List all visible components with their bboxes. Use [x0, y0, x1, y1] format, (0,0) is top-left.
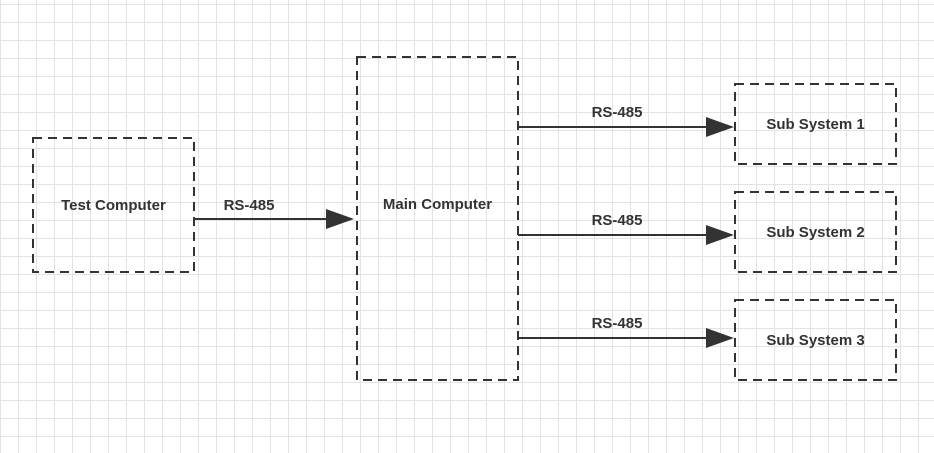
edge-main-to-sub-2: RS-485 — [518, 212, 734, 245]
sub-system-1-node[interactable]: Sub System 1 — [735, 84, 896, 164]
main-computer-node[interactable]: Main Computer — [357, 57, 527, 352]
edge-label: RS-485 — [592, 212, 643, 229]
sub-system-3-node[interactable]: Sub System 3 — [735, 300, 896, 380]
edge-label: RS-485 — [592, 315, 643, 332]
arrowhead-icon — [326, 209, 354, 229]
sub-system-1-outline — [734, 83, 897, 165]
sub-system-2-node[interactable]: Sub System 2 — [735, 192, 896, 272]
edge-test-to-main: RS-485 — [195, 197, 354, 229]
test-computer-outline — [32, 137, 195, 273]
edge-main-to-sub-3: RS-485 — [518, 315, 734, 348]
main-computer-label: Main Computer — [382, 196, 493, 213]
arrowhead-icon — [706, 328, 734, 348]
edge-main-to-sub-1: RS-485 — [518, 104, 734, 137]
arrowhead-icon — [706, 225, 734, 245]
test-computer-node[interactable]: Test Computer — [33, 138, 203, 272]
sub-system-2-label: Sub System 2 — [766, 223, 865, 241]
sub-system-1-label: Sub System 1 — [766, 115, 865, 133]
sub-system-3-outline — [734, 299, 897, 381]
test-computer-label: Test Computer — [61, 196, 166, 214]
edge-label: RS-485 — [224, 197, 275, 214]
arrowhead-icon — [706, 117, 734, 137]
sub-system-2-outline — [734, 191, 897, 273]
sub-system-3-label: Sub System 3 — [766, 331, 865, 349]
main-computer-outline — [356, 56, 519, 381]
edge-label: RS-485 — [592, 104, 643, 121]
